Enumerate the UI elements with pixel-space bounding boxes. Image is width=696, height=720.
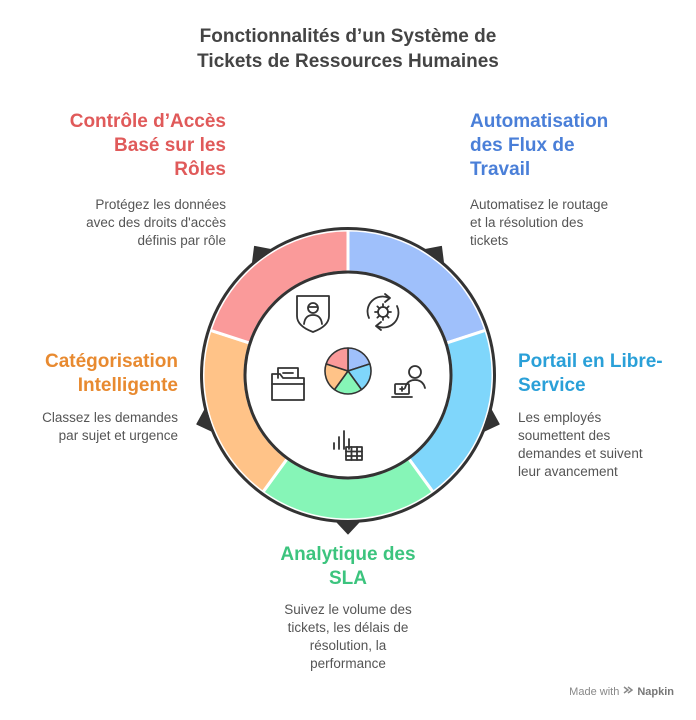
heading-categorization-line-2: Intelligente: [77, 375, 178, 396]
footer-brand: Napkin: [637, 685, 674, 698]
desc-analytics-line-3: résolution, la: [309, 638, 387, 653]
desc-analytics-line-4: performance: [310, 656, 386, 671]
heading-workflow: Automatisation des Flux de Travail: [470, 110, 608, 182]
heading-analytics-line-2: SLA: [329, 568, 367, 589]
ring-pointer-2: [481, 407, 500, 433]
center-pie-icon: [324, 347, 372, 395]
heading-access-line-2: Basé sur les: [114, 135, 226, 156]
user-shield-icon: [296, 295, 330, 333]
ring-pointer-4: [196, 407, 215, 433]
folder-icon: [271, 367, 305, 401]
cycle-gear-icon: [366, 293, 400, 331]
heading-portal: Portail en Libre- Service: [518, 350, 663, 398]
heading-portal-line-1: Portail en Libre-: [518, 351, 663, 372]
ring-pointer-3: [334, 519, 362, 535]
heading-categorization-line-1: Catégorisation: [44, 351, 178, 372]
heading-access: Contrôle d’Accès Basé sur les Rôles: [70, 110, 226, 182]
desc-workflow-line-3: tickets: [470, 233, 509, 248]
desc-access-line-1: Protégez les données: [95, 197, 226, 212]
desc-workflow: Automatisez le routage et la résolution …: [470, 196, 608, 250]
desc-portal: Les employés soumettent des demandes et …: [518, 409, 643, 481]
desc-access-line-2: avec des droits d'accès: [86, 215, 226, 230]
heading-workflow-line-3: Travail: [470, 159, 531, 180]
heading-workflow-line-1: Automatisation: [470, 111, 609, 132]
desc-portal-line-1: Les employés: [518, 410, 602, 425]
desc-analytics-line-1: Suivez le volume des: [284, 602, 412, 617]
heading-analytics-line-1: Analytique des: [280, 544, 416, 565]
footer-credit[interactable]: Made with Napkin: [569, 685, 674, 698]
heading-portal-line-2: Service: [518, 375, 586, 396]
desc-portal-line-2: soumettent des: [518, 428, 611, 443]
heading-workflow-line-2: des Flux de: [470, 135, 575, 156]
heading-categorization: Catégorisation Intelligente: [45, 350, 178, 398]
ring-pointer-5: [251, 245, 274, 266]
desc-access-line-3: définis par rôle: [137, 233, 226, 248]
desc-analytics-line-2: tickets, les délais de: [287, 620, 409, 635]
desc-workflow-line-1: Automatisez le routage: [470, 197, 609, 212]
ring-pointer-1: [422, 245, 445, 266]
title-line-1: Fonctionnalités d’un Système de: [199, 26, 497, 47]
desc-access: Protégez les données avec des droits d'a…: [86, 196, 226, 250]
title-line-2: Tickets de Ressources Humaines: [197, 51, 499, 72]
footer-prefix: Made with: [569, 685, 620, 698]
napkin-logo-icon: [623, 685, 634, 698]
desc-portal-line-3: demandes et suivent: [518, 446, 643, 461]
desc-categorization-line-1: Classez les demandes: [42, 410, 178, 425]
heading-analytics: Analytique des SLA: [198, 543, 498, 591]
desc-categorization: Classez les demandes par sujet et urgenc…: [42, 409, 178, 445]
desc-categorization-line-2: par sujet et urgence: [58, 428, 178, 443]
desc-analytics: Suivez le volume des tickets, les délais…: [198, 601, 498, 673]
heading-access-line-3: Rôles: [174, 159, 226, 180]
center-pie-slice-5: [325, 347, 349, 372]
bar-chart-table-icon: [333, 430, 363, 461]
heading-access-line-1: Contrôle d’Accès: [69, 111, 226, 132]
diagram-title: Fonctionnalités d’un Système de Tickets …: [0, 24, 696, 74]
desc-workflow-line-2: et la résolution des: [470, 215, 584, 230]
desc-portal-line-4: leur avancement: [518, 464, 618, 479]
user-laptop-icon: [391, 365, 426, 398]
